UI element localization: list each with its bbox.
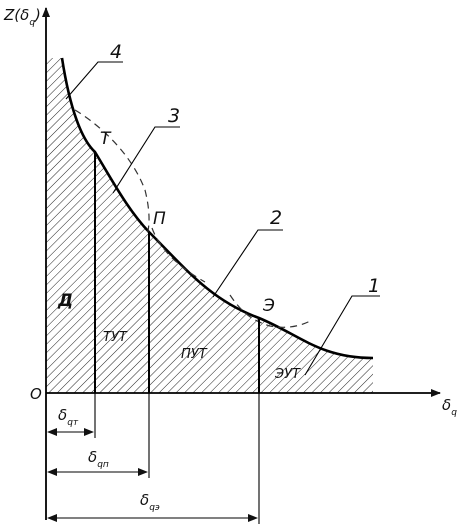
region-put-fill xyxy=(149,232,259,393)
leader-4 xyxy=(65,61,123,100)
leader-lines xyxy=(65,61,380,376)
dashed-circles xyxy=(74,109,313,328)
y-axis-label: Z(δq) xyxy=(3,6,41,28)
origin-label: O xyxy=(30,385,42,403)
dashed-arc-upper xyxy=(74,109,150,236)
dim-qt-label: δqт xyxy=(58,406,79,428)
point-e-label: Э xyxy=(262,296,275,316)
leader-2 xyxy=(212,229,283,298)
dim-qe-label: δqэ xyxy=(140,491,160,513)
dim-qp-label: δqп xyxy=(88,448,109,470)
region-tut-fill xyxy=(95,152,149,393)
leader-1 xyxy=(304,295,380,376)
region-put-label: ПУТ xyxy=(181,347,208,362)
main-curve xyxy=(60,57,374,360)
dashed-arc-middle xyxy=(151,227,206,283)
point-t-label: Т xyxy=(100,129,112,149)
curve-number-4: 4 xyxy=(110,41,122,63)
region-tut-label: ТУТ xyxy=(103,330,128,345)
region-d-label: Д xyxy=(57,291,73,311)
point-p-label: П xyxy=(153,209,166,229)
curve-number-3: 3 xyxy=(168,105,180,127)
x-axis-label: δq xyxy=(442,396,457,418)
dimension-lines xyxy=(47,393,260,524)
region-d-fill xyxy=(46,58,95,393)
leader-3 xyxy=(112,126,180,194)
dashed-arc-lower xyxy=(229,294,313,328)
curve-number-2: 2 xyxy=(270,207,282,229)
curve-number-1: 1 xyxy=(368,275,380,297)
region-eut-label: ЭУТ xyxy=(274,367,301,382)
